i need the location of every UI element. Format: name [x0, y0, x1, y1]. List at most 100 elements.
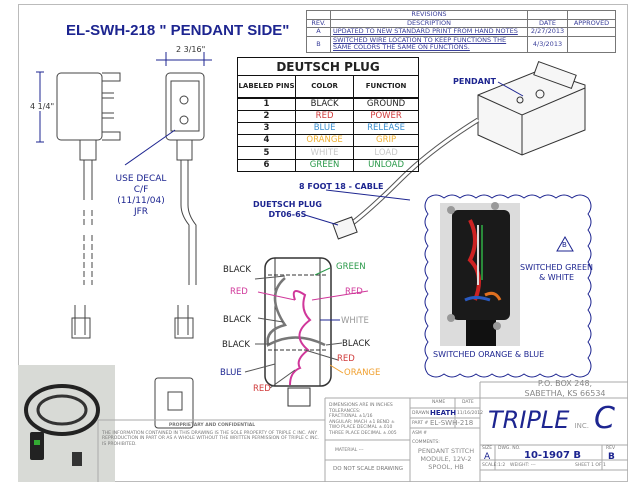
proprietary-text: THE INFORMATION CONTAINED IN THIS DRAWIN… — [102, 430, 320, 447]
material: MATERIAL --- — [335, 448, 364, 454]
wire-label-right: BLACK — [342, 339, 370, 349]
rev-date: 4/3/2013 — [527, 35, 568, 53]
tol-line: FRACTIONAL ±1/16 — [329, 414, 373, 419]
function: GRIP — [353, 134, 419, 148]
desc-line: MODULE, 12V-2 — [420, 455, 472, 463]
pendant-front-view — [124, 52, 212, 285]
wiring-photo — [440, 202, 520, 346]
product-photo — [18, 365, 115, 482]
wire-color: BLUE — [294, 121, 355, 136]
callout-leaders — [304, 81, 524, 226]
wire-label-left: RED — [230, 287, 248, 297]
proprietary-heading: PROPRIETARY AND CONFIDENTIAL — [168, 423, 256, 428]
drawing-title: EL-SWH-218 " PENDANT SIDE" — [66, 22, 290, 39]
cable-callout: 8 FOOT 18 - CABLE — [299, 182, 384, 191]
tol-line: ANGULAR: MACH ±1 BEND ± — [329, 419, 395, 425]
function: GROUND — [353, 97, 419, 111]
wire-label-left: RED — [253, 384, 271, 394]
wiring-diagram — [244, 257, 369, 407]
tol-line: TWO PLACE DECIMAL ±.010 — [329, 425, 393, 430]
wire-color: GREEN — [294, 158, 355, 172]
material-label: MATERIAL — [335, 448, 358, 453]
pin: 6 — [237, 158, 296, 172]
note-switched-green-white: SWITCHED GREEN& WHITE — [520, 263, 593, 283]
tol-line: THREE PLACE DECIMAL ±.005 — [329, 430, 397, 436]
comments-label: COMMENTS: — [412, 440, 440, 445]
wire-color: WHITE — [294, 146, 355, 160]
part-number: EL-SWH-218 — [430, 419, 474, 427]
function: LOAD — [353, 146, 419, 160]
wire-color: RED — [294, 109, 355, 123]
scale: SCALE:1:2 — [482, 463, 506, 468]
rev-approved — [567, 35, 616, 53]
wire-color: BLACK — [294, 97, 355, 111]
sheet: SHEET 1 OF 1 — [575, 463, 606, 468]
width-dimension: 2 3/16" — [176, 45, 206, 54]
drawn-name: HEATH — [430, 409, 457, 417]
wire-label-left: BLACK — [223, 315, 251, 325]
drawn-date: 11/16/2012 — [457, 411, 483, 416]
wire-label-right: WHITE — [341, 316, 369, 326]
address-line: P.O. BOX 248, — [537, 379, 593, 388]
height-dimension: 4 1/4" — [30, 102, 55, 111]
pin: 4 — [237, 134, 296, 148]
decal-note-line: (11/11/04) — [117, 196, 165, 206]
wire-label-left: BLACK — [222, 340, 250, 350]
proprietary-notice: PROPRIETARY AND CONFIDENTIAL THE INFORMA… — [102, 423, 322, 447]
weight: WEIGHT: --- — [510, 463, 536, 468]
photo-scallop-frame — [424, 194, 592, 378]
desc-line: PENDANT STITCH — [417, 447, 475, 455]
logo-inc: INC. — [574, 422, 589, 430]
title-block-lines — [97, 381, 628, 482]
revision-marker: B — [562, 241, 567, 249]
address-line: SABETHA, KS 66534 — [524, 389, 606, 398]
wire-label-left: BLACK — [223, 265, 251, 275]
decal-note-line: USE DECAL — [115, 174, 167, 184]
pin: 3 — [237, 121, 296, 136]
pin: 5 — [237, 146, 296, 160]
drawing-border — [18, 4, 628, 482]
note-line: & WHITE — [538, 273, 574, 282]
asm-label: ASM # — [412, 431, 428, 436]
rev-label: REV — [606, 446, 616, 451]
decal-note-line: JFR — [133, 207, 149, 217]
wire-label-right: RED — [337, 354, 355, 364]
pendant-callout: PENDANT — [453, 77, 497, 86]
function: RELEASE — [353, 121, 419, 136]
wire-label-right: GREEN — [336, 262, 366, 272]
function: UNLOAD — [353, 158, 419, 172]
pin: 2 — [237, 109, 296, 123]
rev: B — [306, 35, 331, 53]
dwg-no-label: DWG. NO. — [498, 446, 521, 451]
note-switched-orange-blue: SWITCHED ORANGE & BLUE — [433, 350, 545, 359]
wire-label-right: RED — [345, 287, 363, 297]
connector-views — [71, 305, 194, 429]
logo-c: C — [594, 401, 615, 436]
desc-line: SPOOL, HB — [428, 463, 464, 471]
size-value: A — [484, 452, 491, 462]
wire-label-left: BLUE — [220, 368, 242, 378]
drawn-label: DRAWN — [412, 411, 430, 416]
company-address: P.O. BOX 248,SABETHA, KS 66534 — [520, 379, 610, 399]
function: POWER — [353, 109, 419, 123]
name-header: NAME — [432, 400, 446, 405]
tol-line: TOLERANCES: — [329, 408, 361, 414]
table-title: DEUTSCH PLUG — [237, 57, 419, 76]
no-scale-note: DO NOT SCALE DRAWING — [333, 466, 403, 472]
drawing-number: 10-1907 B — [524, 450, 582, 461]
date-header: DATE — [462, 400, 474, 405]
pendant-isometric — [332, 60, 586, 240]
col-color: COLOR — [294, 75, 355, 99]
plug-callout-line: DT06-6S — [268, 210, 307, 219]
col-pins: LABELED PINS — [237, 75, 296, 99]
